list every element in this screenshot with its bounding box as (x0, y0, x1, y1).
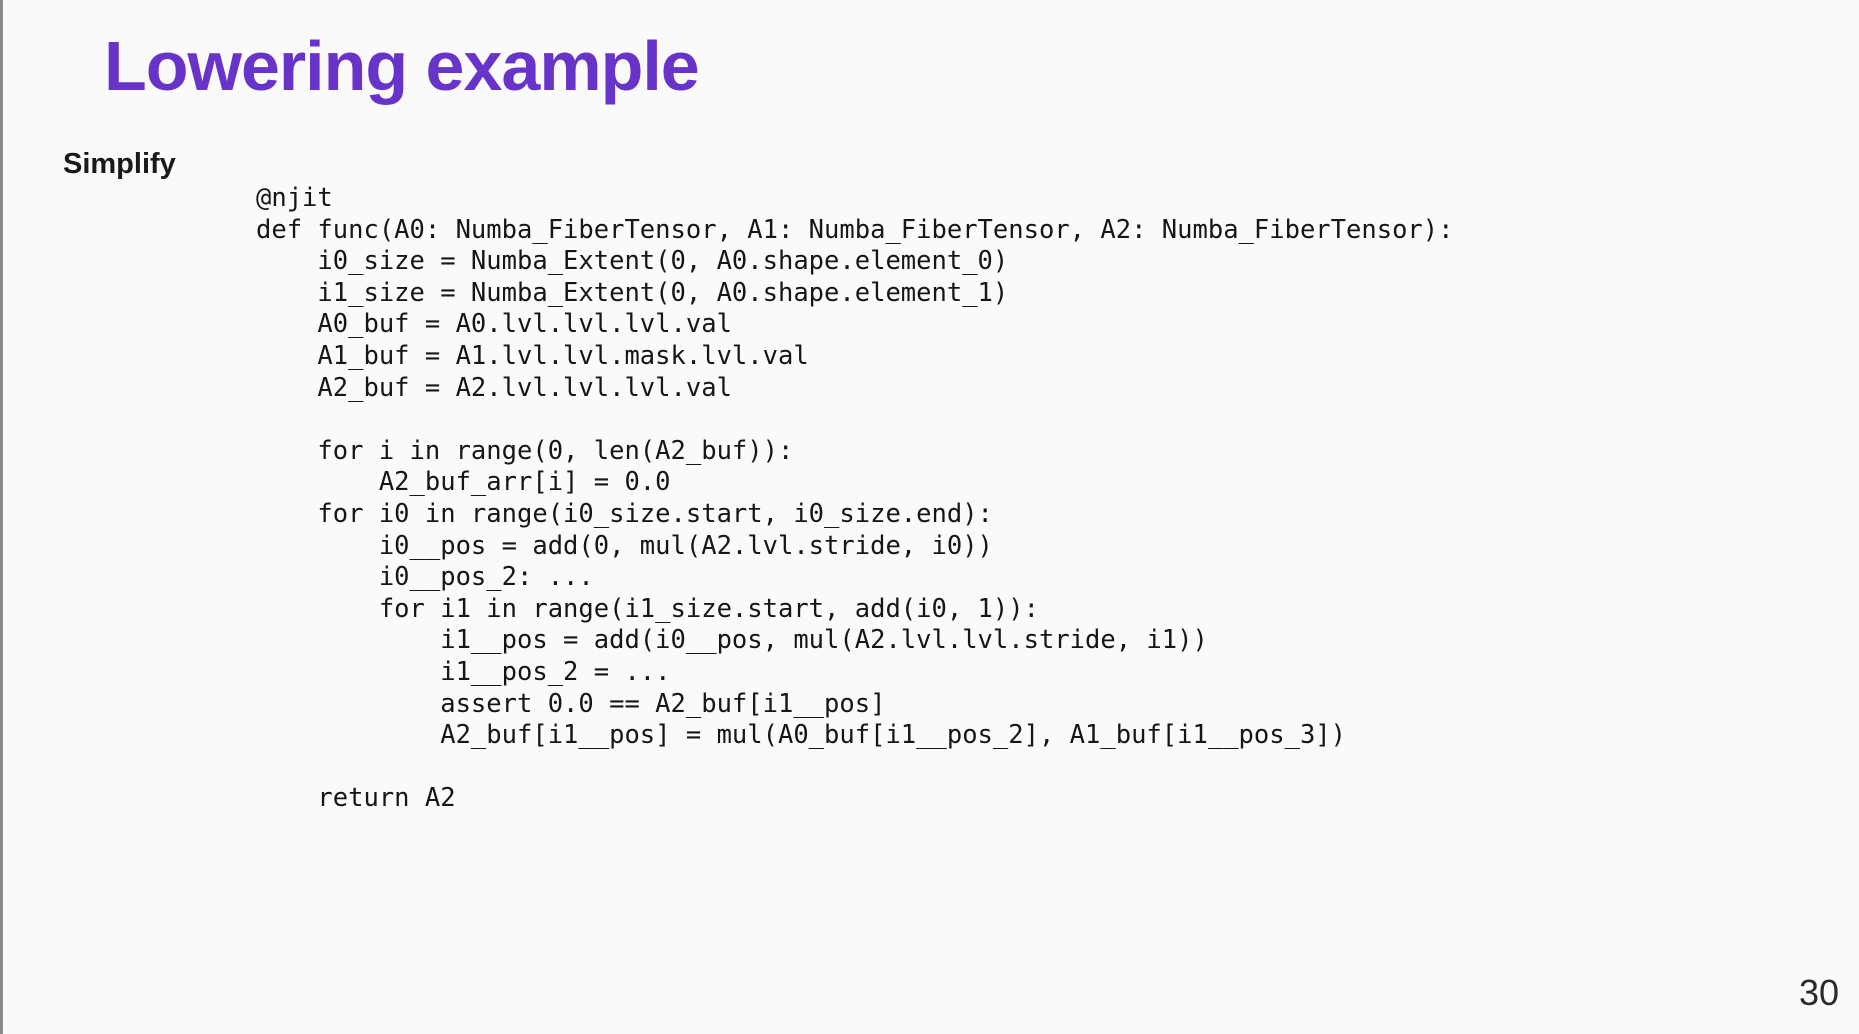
section-label: Simplify (63, 148, 176, 180)
page-title: Lowering example (104, 27, 700, 105)
slide-page-number: 30 (1798, 972, 1839, 1013)
code-listing: @njit def func(A0: Numba_FiberTensor, A1… (256, 183, 1454, 814)
